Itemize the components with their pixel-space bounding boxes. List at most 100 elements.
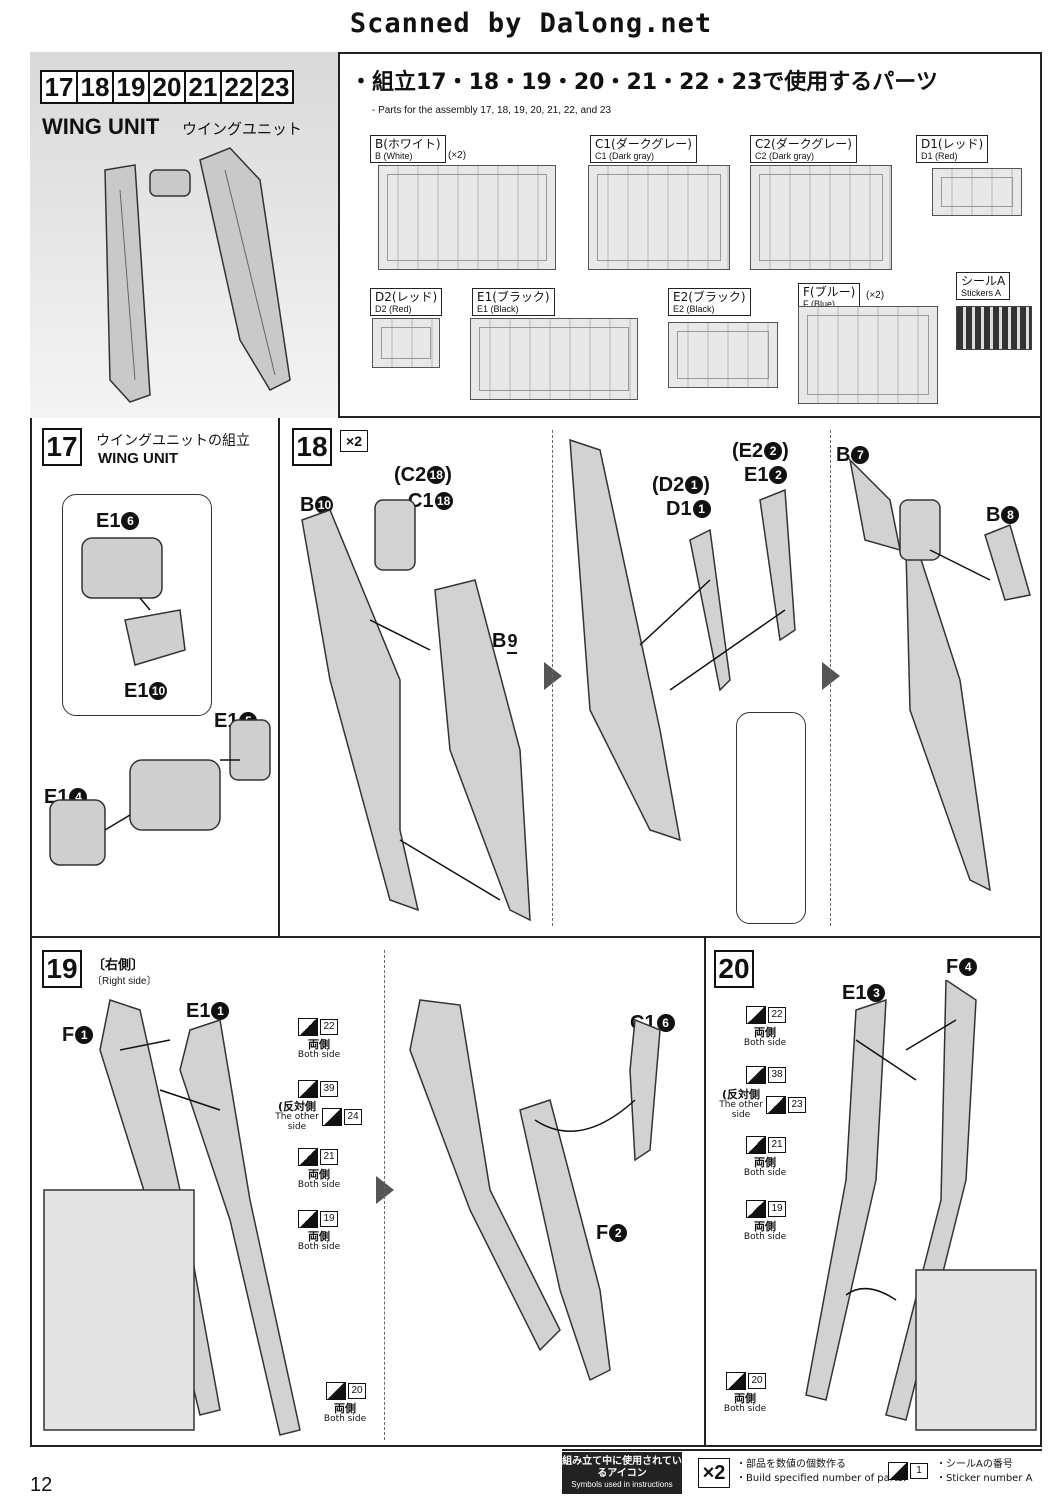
step-number: 21 <box>184 70 222 104</box>
parts-list-title: ・組立17・18・19・20・21・22・23で使用するパーツ <box>350 70 938 95</box>
step-17-title-en: WING UNIT <box>98 450 178 467</box>
sticker-callout-20: 20 <box>726 1372 766 1390</box>
runner-label-b: B(ホワイト)B (White) <box>370 135 446 163</box>
sticker-sheet-a <box>956 306 1032 350</box>
page-frame <box>30 52 1042 1447</box>
runner-label-e1: E1(ブラック)E1 (Black) <box>472 288 555 316</box>
sticker-callout-19: 19 <box>746 1200 786 1218</box>
divider-v1 <box>278 416 280 936</box>
divider-h1 <box>30 416 1042 418</box>
sticker-icon <box>888 1462 908 1480</box>
legend-x2-text: ・部品を数値の個数作る ・Build specified number of p… <box>736 1459 907 1484</box>
sticker-callout-22: 22 <box>746 1006 786 1024</box>
runner-label-c2: C2(ダークグレー)C2 (Dark gray) <box>750 135 857 163</box>
wing-unit-title-jp: ウイングユニット <box>182 120 303 138</box>
step-19-badge: 19 <box>42 950 82 988</box>
runner-c1 <box>588 165 730 270</box>
legend-sticker-icon: 1 <box>888 1462 928 1480</box>
step-18-badge: 18 <box>292 428 332 466</box>
step-19-side-en: 〔Right side〕 <box>92 976 157 987</box>
sticker-callout-24: 24 <box>322 1108 362 1126</box>
runner-label-d2: D2(レッド)D2 (Red) <box>370 288 443 316</box>
sticker-callout-21: 21 <box>298 1148 338 1166</box>
sticker-callout-21: 21 <box>746 1136 786 1154</box>
step-17-detail-balloon <box>62 494 212 716</box>
step-19-wing-illustration <box>43 999 661 1436</box>
runner-e2 <box>668 322 778 388</box>
sticker-callout-23: 23 <box>766 1096 806 1114</box>
scan-banner: Scanned by Dalong.net <box>349 8 713 39</box>
sticker-icon <box>746 1006 766 1024</box>
assembly-step-numbers: 17 18 19 20 21 22 23 <box>40 70 294 104</box>
step-17-title-jp: ウイングユニットの組立 <box>96 433 250 449</box>
step-number: 23 <box>256 70 294 104</box>
step-20-badge: 20 <box>714 950 754 988</box>
legend-title: 組み立て中に使用されているアイコン Symbols used in instru… <box>562 1452 682 1494</box>
runner-c2 <box>750 165 892 270</box>
sticker-callout-22: 22 <box>298 1018 338 1036</box>
sticker-icon <box>298 1018 318 1036</box>
sticker-callout-38: 38 <box>746 1066 786 1084</box>
sticker-icon <box>766 1096 786 1114</box>
step-number: 19 <box>112 70 150 104</box>
step-number: 17 <box>40 70 78 104</box>
step-18-detail-balloon <box>736 712 806 924</box>
step-18-multiplier: ×2 <box>340 430 368 452</box>
runner-qty-f: (×2) <box>866 290 885 301</box>
wing-unit-title: WING UNIT <box>42 114 160 139</box>
sticker-icon <box>746 1136 766 1154</box>
divider-h2 <box>30 936 1042 938</box>
legend-sticker-text: ・シールAの番号 ・Sticker number A <box>936 1459 1033 1484</box>
step-17-badge: 17 <box>42 428 82 466</box>
sticker-icon <box>298 1148 318 1166</box>
step-number: 18 <box>76 70 114 104</box>
runner-d2 <box>372 318 440 368</box>
step-18-separator <box>552 430 553 926</box>
step-18-next-arrow <box>544 662 562 690</box>
runner-d1 <box>932 168 1022 216</box>
step-19-separator <box>384 950 385 1440</box>
step-19-side-jp: 〔右側〕 <box>92 958 145 973</box>
sticker-icon <box>746 1200 766 1218</box>
sticker-callout-39: 39 <box>298 1080 338 1098</box>
step-number: 22 <box>220 70 258 104</box>
sticker-callout-19: 19 <box>298 1210 338 1228</box>
legend-x2-icon: ×2 <box>698 1458 730 1488</box>
sticker-icon <box>298 1210 318 1228</box>
parts-list-subtitle: - Parts for the assembly 17, 18, 19, 20,… <box>372 105 612 116</box>
runner-label-d1: D1(レッド)D1 (Red) <box>916 135 989 163</box>
step-19-next-arrow <box>376 1176 394 1204</box>
sticker-icon <box>746 1066 766 1084</box>
step-20-wing-illustration <box>805 980 1037 1431</box>
sticker-icon <box>322 1108 342 1126</box>
sticker-icon <box>326 1382 346 1400</box>
legend-divider <box>562 1449 1042 1451</box>
step-18-wing-illustration <box>301 438 1031 922</box>
step-18-next-arrow <box>822 662 840 690</box>
part-label-b9: B9 <box>492 630 518 654</box>
